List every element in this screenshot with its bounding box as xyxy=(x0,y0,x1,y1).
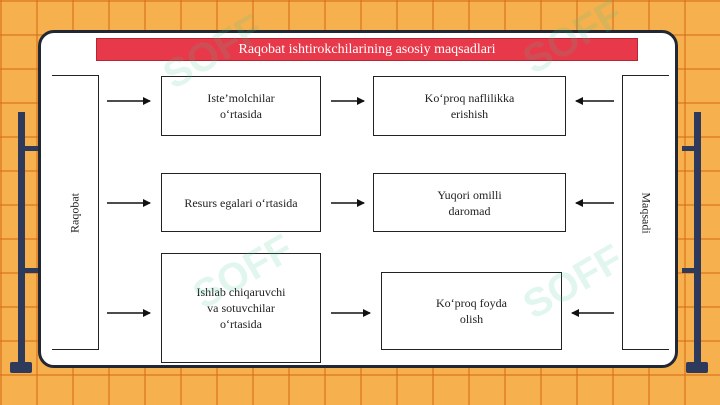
goal-box-profit: Ko‘proq foyda olish xyxy=(381,272,562,350)
goal-box-income: Yuqori omilli daromad xyxy=(373,173,566,232)
competition-label: Raqobat xyxy=(67,192,82,233)
goal-box-utility: Ko‘proq naflilikka erishish xyxy=(373,76,566,136)
right-peg-bottom xyxy=(682,268,696,273)
participant-box-consumers: Iste’molchilar o‘rtasida xyxy=(161,76,321,136)
left-peg-top xyxy=(24,146,38,151)
goal-side-panel: Maqsadi xyxy=(622,75,669,350)
diagram-title: Raqobat ishtirokchilarining asosiy maqsa… xyxy=(96,38,638,61)
left-peg-bottom xyxy=(24,268,38,273)
competition-side-panel: Raqobat xyxy=(52,75,99,350)
left-post xyxy=(18,112,25,368)
right-post xyxy=(694,112,701,368)
goal-label: Maqsadi xyxy=(639,191,654,234)
left-post-foot xyxy=(10,362,32,373)
whiteboard xyxy=(38,30,678,368)
right-post-foot xyxy=(686,362,708,373)
participant-box-resource-owners: Resurs egalari o‘rtasida xyxy=(161,173,321,232)
participant-box-producers-sellers: Ishlab chiqaruvchi va sotuvchilar o‘rtas… xyxy=(161,253,321,363)
right-peg-top xyxy=(682,146,696,151)
